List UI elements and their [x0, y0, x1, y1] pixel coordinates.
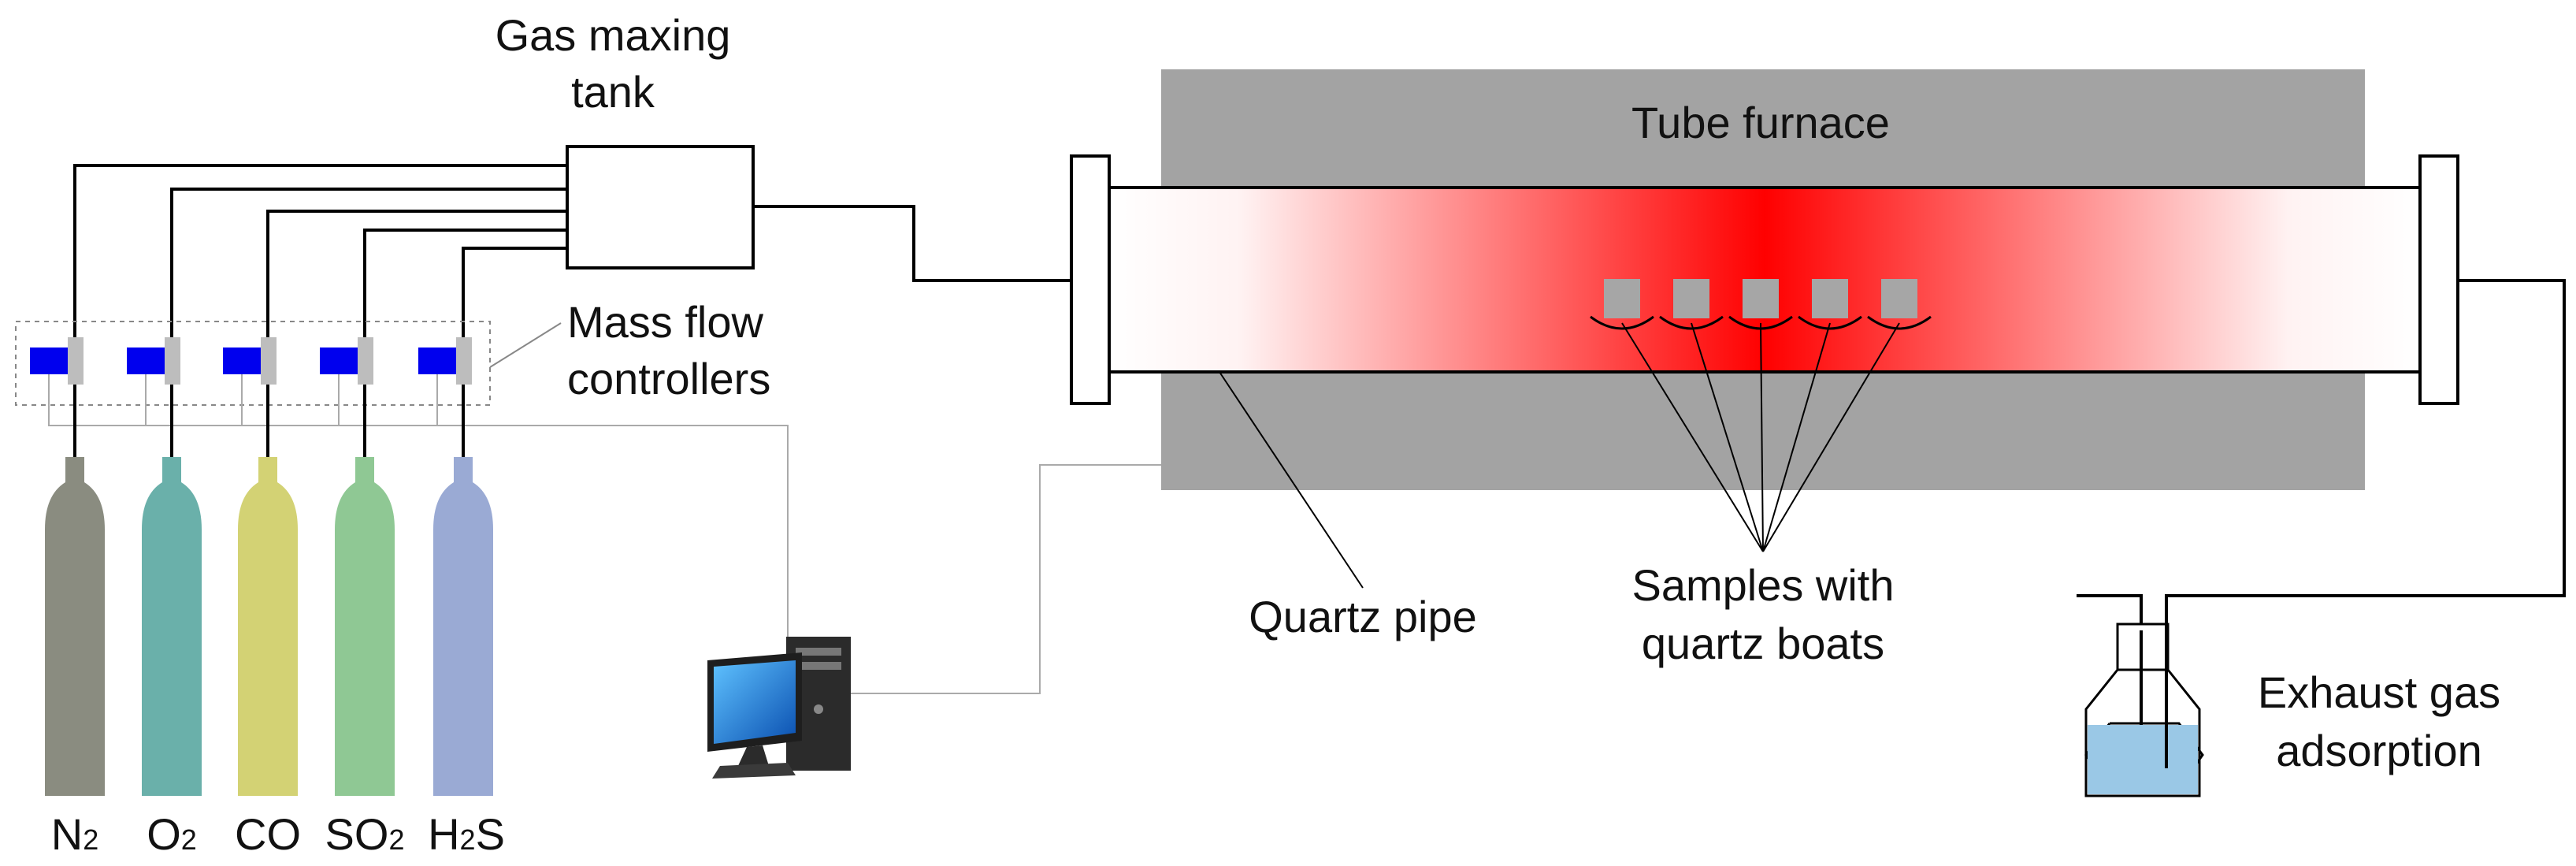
left-flange — [1070, 154, 1111, 405]
formula-base: SO — [325, 809, 389, 859]
mass-flow-controllers-leader — [489, 322, 562, 368]
mfc-body — [127, 348, 165, 374]
mfc-body — [223, 348, 261, 374]
sample-boat — [1798, 279, 1862, 330]
gas-mixing-tank-label: Gas maxing — [496, 10, 731, 60]
mfc-units — [30, 337, 472, 385]
sample-boat — [1728, 279, 1793, 330]
cylinder-label-n2: N2 — [51, 809, 98, 859]
cylinder-label-o2: O2 — [147, 809, 197, 859]
exhaust-label-2: adsorption — [2276, 726, 2482, 775]
computer-monitor-icon — [707, 652, 802, 779]
samples-label: Samples with — [1631, 560, 1894, 610]
gas-cylinder-n2 — [45, 385, 105, 796]
mass-flow-controllers-box — [15, 321, 491, 406]
formula-subscript: 2 — [460, 823, 476, 856]
cylinder-label-so2: SO2 — [325, 809, 405, 859]
formula-tail: S — [476, 809, 505, 859]
gas-washing-bottle-icon — [2077, 594, 2204, 797]
gas-cylinder-h2s — [433, 385, 493, 796]
mfc-body — [418, 348, 456, 374]
gas-cylinder-o2 — [142, 385, 202, 796]
mfc-valve — [456, 337, 472, 385]
tube-furnace-label: Tube furnace — [1631, 98, 1890, 147]
exhaust-label: Exhaust gas — [2258, 667, 2500, 717]
gas-supply-lines — [73, 164, 567, 437]
formula-base: CO — [235, 809, 301, 859]
sample-boat — [1590, 279, 1654, 330]
samples-label-2: quartz boats — [1642, 619, 1884, 668]
formula-subscript: 2 — [83, 823, 98, 856]
mfc-valve — [358, 337, 373, 385]
mfc-body — [320, 348, 358, 374]
sample-boat — [1867, 279, 1932, 330]
samples-group — [1590, 279, 1932, 330]
mfc-valve — [261, 337, 277, 385]
sample-boat — [1659, 279, 1724, 330]
mfc-valve — [68, 337, 84, 385]
mass-flow-controllers-label: Mass flow — [567, 297, 763, 347]
exhaust-liquid — [2088, 725, 2198, 794]
mfc-body — [30, 348, 68, 374]
mfc-valve — [165, 337, 180, 385]
cylinder-label-co: CO — [235, 809, 301, 859]
formula-subscript: 2 — [181, 823, 197, 856]
gas-cylinders — [45, 385, 493, 796]
tank-to-furnace-line — [753, 205, 1071, 282]
gas-cylinder-co — [238, 385, 298, 796]
formula-base: H — [428, 809, 459, 859]
right-flange — [2418, 154, 2459, 405]
cylinder-label-h2s: H2S — [428, 809, 505, 859]
control-wiring — [48, 374, 1161, 694]
gas-mixing-tank — [566, 145, 755, 269]
mass-flow-controllers-label-2: controllers — [567, 354, 770, 403]
computer — [707, 637, 851, 779]
gas-mixing-tank-label-2: tank — [571, 67, 655, 117]
formula-subscript: 2 — [388, 823, 404, 856]
formula-base: N — [51, 809, 83, 859]
formula-base: O — [147, 809, 181, 859]
quartz-pipe-leader — [1219, 371, 1364, 589]
samples-leader-lines — [1621, 322, 1900, 552]
quartz-pipe-label: Quartz pipe — [1249, 592, 1477, 641]
gas-cylinder-so2 — [335, 385, 395, 796]
